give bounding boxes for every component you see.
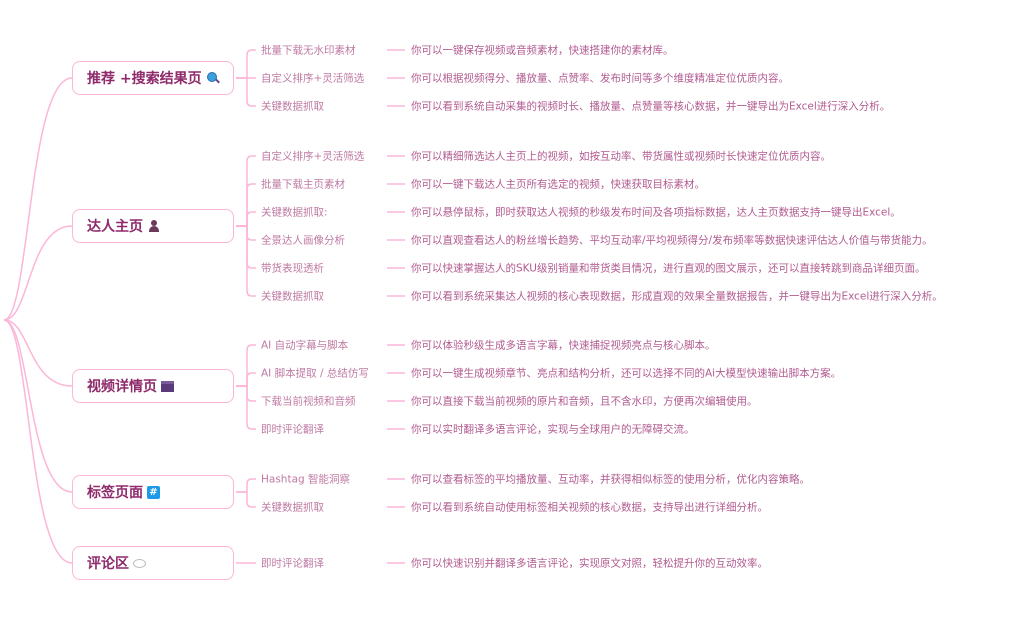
leaf-connector [236,225,256,241]
speech-bubble-icon [133,558,146,568]
clapperboard-icon [161,380,174,392]
feature-label[interactable]: 关键数据抓取 [261,501,324,514]
feature-description: 你可以查看标签的平均播放量、互动率，并获得相似标签的使用分析，优化内容策略。 [411,473,810,486]
root-connector [3,319,73,493]
feature-description: 你可以实时翻译多语言评论，实现与全球用户的无障碍交流。 [411,423,695,436]
feature-label[interactable]: 自定义排序+灵活筛选 [261,72,365,85]
feature-label[interactable]: 自定义排序+灵活筛选 [261,150,365,163]
leaf-connector [236,385,256,402]
leaf-connector [236,344,256,387]
leaf-connector [236,225,256,269]
branch-label: 推荐 +搜索结果页 [87,71,202,87]
feature-label[interactable]: 下载当前视频和音频 [261,395,356,408]
root-connector [3,77,73,321]
feature-description: 你可以直观查看达人的粉丝增长趋势、平均互动率/平均视频得分/发布频率等数据快速评… [411,234,933,247]
feature-description: 你可以体验秒级生成多语言字幕，快速捕捉视频亮点与核心脚本。 [411,339,716,352]
feature-label[interactable]: 即时评论翻译 [261,423,324,436]
leaf-connector [236,77,256,107]
branch-node[interactable]: 评论区 [72,546,234,580]
feature-description: 你可以直接下载当前视频的原片和音频，且不含水印，方便再次编辑使用。 [411,395,758,408]
leaf-connector [236,183,256,227]
feature-label[interactable]: 带货表现透析 [261,262,324,275]
hashtag-icon: # [147,485,160,499]
leaf-connector [236,385,256,430]
branch-node[interactable]: 标签页面 # [72,475,234,509]
feature-label[interactable]: 批量下载无水印素材 [261,44,356,57]
feature-description: 你可以根据视频得分、播放量、点赞率、发布时间等多个维度精准定位优质内容。 [411,72,789,85]
feature-label[interactable]: AI 自动字幕与脚本 [261,339,349,352]
leaf-connector [236,478,256,493]
feature-label[interactable]: AI 脚本提取 / 总结仿写 [261,367,369,380]
branch-label: 视频详情页 [87,379,157,395]
person-icon [147,219,161,233]
leaf-connector [236,491,256,508]
feature-description: 你可以一键保存视频或音频素材，快速搭建你的素材库。 [411,44,674,57]
root-connector [3,225,73,321]
feature-description: 你可以看到系统自动使用标签相关视频的核心数据，支持导出进行详细分析。 [411,501,768,514]
feature-label[interactable]: 即时评论翻译 [261,557,324,570]
leaf-connector [236,211,256,227]
leaf-connector [236,225,256,297]
branch-label: 达人主页 [87,219,143,235]
leaf-connector [236,372,256,387]
feature-description: 你可以快速识别并翻译多语言评论，实现原文对照，轻松提升你的互动效率。 [411,557,768,570]
feature-label[interactable]: 全景达人画像分析 [261,234,345,247]
feature-description: 你可以一键下载达人主页所有选定的视频，快速获取目标素材。 [411,178,705,191]
branch-node[interactable]: 视频详情页 [72,369,234,403]
feature-label[interactable]: 关键数据抓取 [261,290,324,303]
feature-description: 你可以看到系统采集达人视频的核心表现数据，形成直观的效果全量数据报告，并一键导出… [411,290,943,303]
root-connector [3,319,73,387]
feature-label[interactable]: Hashtag 智能洞察 [261,473,351,486]
feature-label[interactable]: 关键数据抓取: [261,206,328,219]
magnifier-icon [206,71,220,85]
feature-label[interactable]: 批量下载主页素材 [261,178,345,191]
leaf-connector [236,49,256,79]
feature-description: 你可以精细筛选达人主页上的视频，如按互动率、带货属性或视频时长快速定位优质内容。 [411,150,831,163]
branch-node[interactable]: 推荐 +搜索结果页 [72,61,234,95]
feature-description: 你可以看到系统自动采集的视频时长、播放量、点赞量等核心数据，并一键导出为Exce… [411,100,891,113]
branch-label: 标签页面 [87,485,143,501]
leaf-connector [236,155,256,227]
branch-node[interactable]: 达人主页 [72,209,234,243]
branch-label: 评论区 [87,556,129,572]
feature-description: 你可以一键生成视频章节、亮点和结构分析，还可以选择不同的Ai大模型快速输出脚本方… [411,367,842,380]
feature-label[interactable]: 关键数据抓取 [261,100,324,113]
feature-description: 你可以悬停鼠标，即时获取达人视频的秒级发布时间及各项指标数据，达人主页数据支持一… [411,206,901,219]
feature-description: 你可以快速掌握达人的SKU级别销量和带货类目情况，进行直观的图文展示，还可以直接… [411,262,926,275]
root-connector [3,319,73,564]
